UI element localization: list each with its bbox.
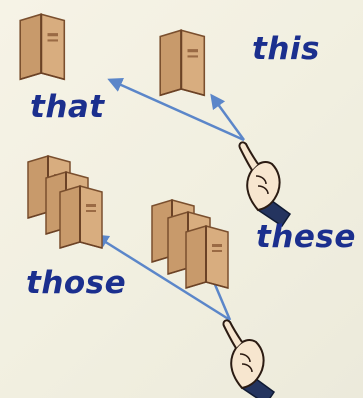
book-icon	[59, 185, 103, 249]
book-icon	[19, 13, 66, 81]
word-that: that	[30, 89, 105, 125]
arrow-icon	[210, 93, 246, 141]
arrow-icon	[93, 234, 231, 322]
word-those: those	[26, 265, 127, 301]
book-icon	[185, 225, 229, 289]
pointing-hand-icon	[222, 319, 275, 398]
word-these: these	[256, 219, 356, 255]
pointing-hand-icon	[238, 141, 291, 227]
book-icon	[159, 29, 206, 97]
word-this: this	[252, 31, 320, 67]
arrow-icon	[107, 78, 245, 142]
